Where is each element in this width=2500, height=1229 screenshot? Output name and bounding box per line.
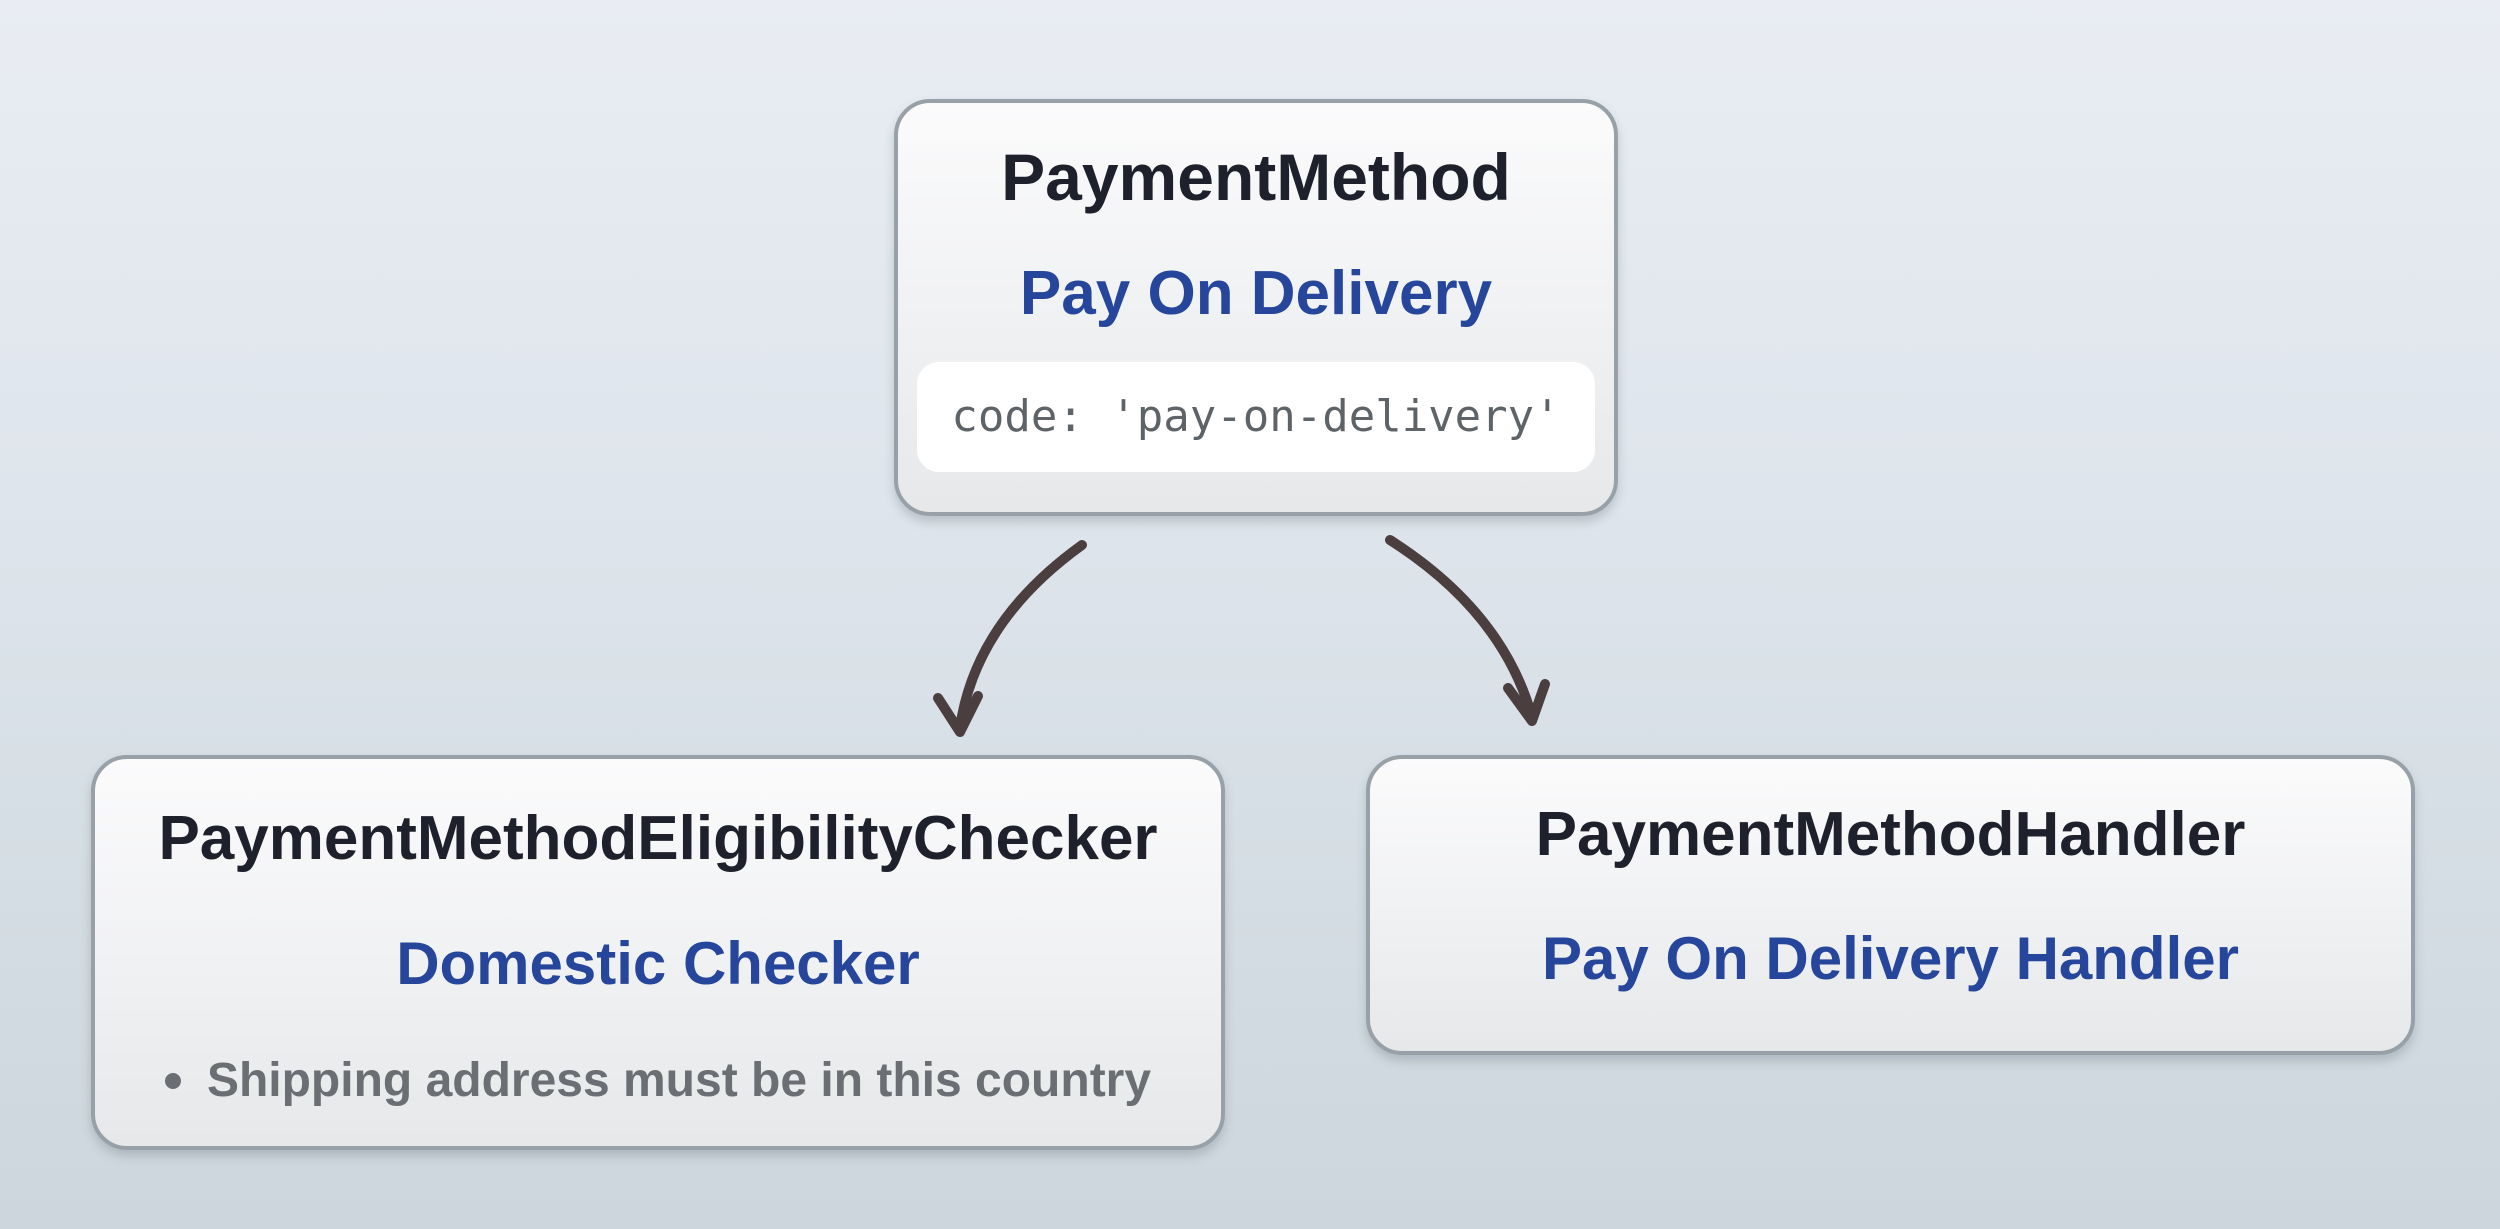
node-eligibility-checker: PaymentMethodEligibilityChecker Domestic… <box>91 755 1225 1150</box>
node-payment-method: PaymentMethod Pay On Delivery code: 'pay… <box>894 99 1618 516</box>
eligibility-checker-subtitle: Domestic Checker <box>396 930 920 998</box>
handler-subtitle: Pay On Delivery Handler <box>1542 925 2239 993</box>
payment-method-subtitle: Pay On Delivery <box>1019 258 1493 328</box>
eligibility-rule-item: Shipping address must be in this country <box>164 1052 1152 1110</box>
bullet-icon <box>164 1073 181 1090</box>
handler-title: PaymentMethodHandler <box>1535 800 2246 869</box>
payment-method-code-chip: code: 'pay-on-delivery' <box>917 361 1595 472</box>
node-handler: PaymentMethodHandler Pay On Delivery Han… <box>1366 755 2415 1055</box>
eligibility-rule-text: Shipping address must be in this country <box>206 1054 1152 1108</box>
arrow-to-eligibility-checker-icon <box>933 540 1087 737</box>
eligibility-checker-title: PaymentMethodEligibilityChecker <box>158 804 1158 873</box>
arrow-to-handler-icon <box>1385 535 1550 726</box>
payment-method-code: code: 'pay-on-delivery' <box>951 391 1561 443</box>
payment-method-title: PaymentMethod <box>1001 140 1511 214</box>
